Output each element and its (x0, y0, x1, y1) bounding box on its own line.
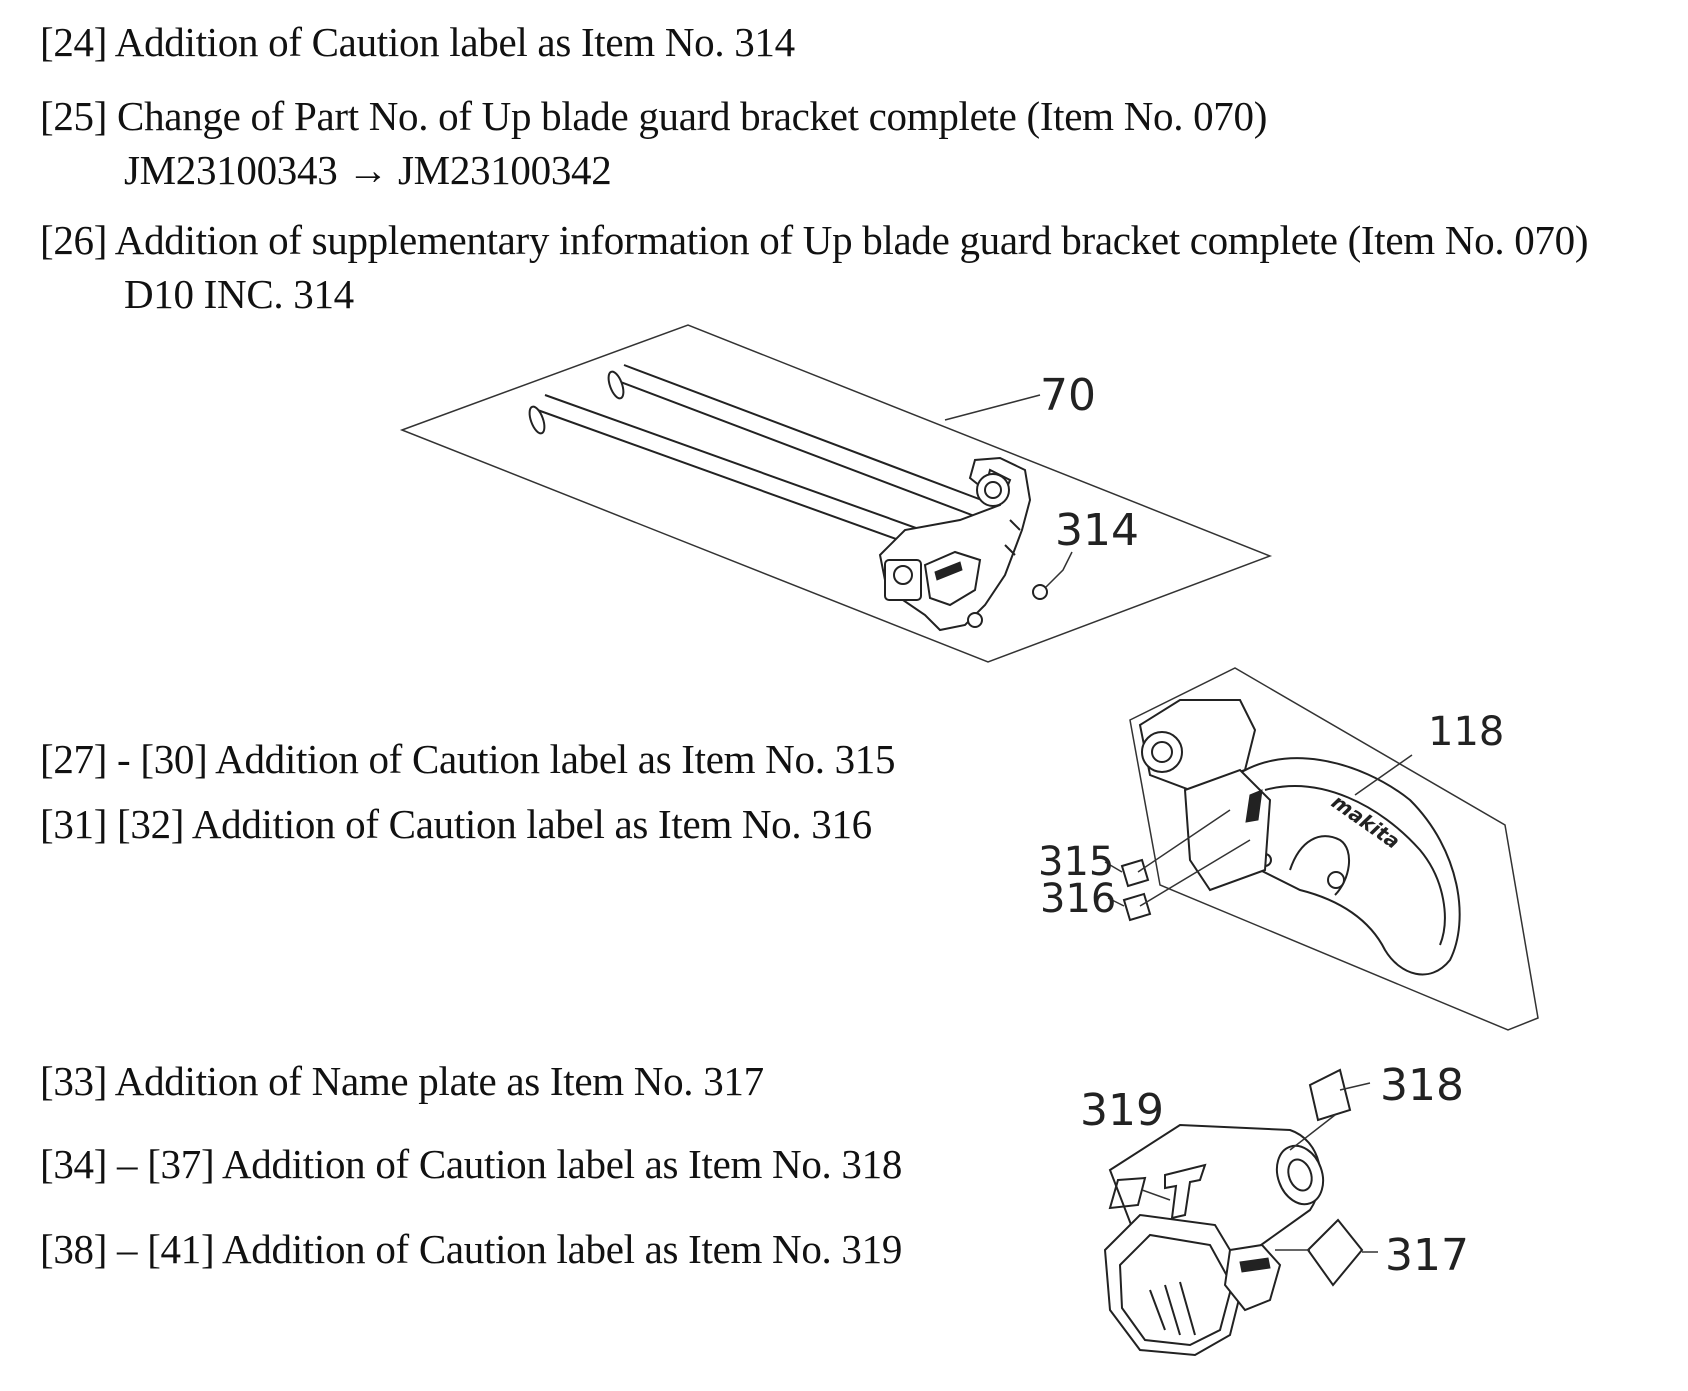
callout-118: 118 (1428, 709, 1504, 755)
leader-70 (944, 394, 1041, 421)
change-item-38-41: [38] – [41] Addition of Caution label as… (40, 1226, 903, 1272)
change-item-31-32: [31] [32] Addition of Caution label as I… (40, 801, 872, 847)
caution-label-316-shape (1122, 892, 1152, 922)
change-item-27-30: [27] - [30] Addition of Caution label as… (40, 736, 896, 782)
caution-label-319-shape (1108, 1176, 1147, 1210)
t-bracket (1164, 1163, 1207, 1220)
leader-319 (1141, 1189, 1171, 1201)
rod-upper (609, 364, 996, 521)
part-number-change: JM23100343 → JM23100342 (124, 147, 612, 193)
change-item-33: [33] Addition of Name plate as Item No. … (40, 1058, 764, 1104)
leader-118 (1354, 754, 1413, 796)
callout-318: 318 (1380, 1060, 1464, 1111)
callout-70: 70 (1040, 370, 1096, 421)
bracket-diagram: 70 314 (399, 324, 1273, 663)
guard-panel-outline (1129, 667, 1539, 1031)
bracket-body (878, 456, 1032, 632)
blade-guard (1228, 757, 1461, 976)
caution-label-315-shape (1120, 858, 1150, 888)
name-plate-317-shape (1306, 1218, 1364, 1287)
leader-315 (1104, 809, 1231, 873)
rod-lower (531, 394, 973, 563)
leader-314 (1045, 551, 1073, 588)
supplementary-info: D10 INC. 314 (124, 271, 354, 317)
leader-318 (1339, 1082, 1371, 1091)
guard-arm (1183, 768, 1272, 892)
caution-label-314-shape (1032, 584, 1048, 600)
callout-315: 315 (1038, 839, 1114, 885)
change-item-24: [24] Addition of Caution label as Item N… (40, 19, 795, 65)
change-item-25: [25] Change of Part No. of Up blade guar… (40, 93, 1268, 139)
motor-housing-diagram: 318 319 317 (1080, 1060, 1469, 1357)
blade-guard-diagram: makita 118 315 316 (1038, 667, 1539, 1031)
change-item-34-37: [34] – [37] Addition of Caution label as… (40, 1141, 903, 1187)
leader-316 (1107, 839, 1251, 907)
callout-314: 314 (1055, 505, 1139, 556)
callout-319: 319 (1080, 1085, 1164, 1136)
change-item-26: [26] Addition of supplementary informati… (40, 217, 1589, 263)
callout-316: 316 (1040, 876, 1116, 922)
motor-end-cap (1103, 1213, 1247, 1357)
callout-317: 317 (1385, 1230, 1469, 1281)
caution-label-318-shape (1308, 1068, 1352, 1122)
bracket-panel-outline (399, 324, 1273, 663)
